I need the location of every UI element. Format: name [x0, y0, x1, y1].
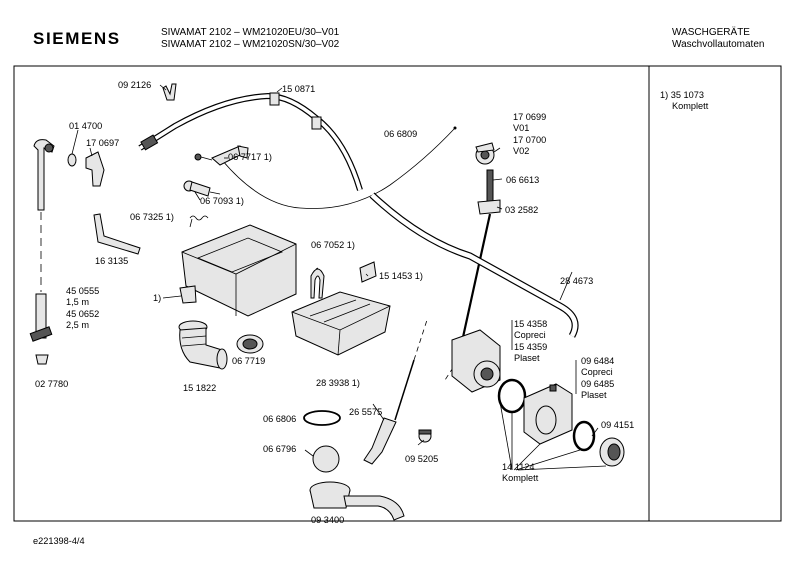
- label-066809: 06 6809: [384, 129, 418, 139]
- part-151453: [359, 261, 377, 283]
- label-170699: 17 0699: [513, 112, 547, 122]
- valve-170697: [85, 151, 105, 187]
- diagram-frame: [13, 65, 782, 522]
- label-032582: 03 2582: [505, 205, 539, 215]
- label-096485: 09 6485: [581, 379, 615, 389]
- part-092126: [162, 83, 177, 101]
- hose-265575: [363, 417, 397, 465]
- inlet-hose-450555: [35, 293, 47, 339]
- label-163135: 16 3135: [95, 256, 129, 266]
- foot-027780: [35, 354, 49, 365]
- label-plaset-2: Plaset: [581, 390, 607, 400]
- seal-ring: [497, 378, 527, 414]
- label-265575: 26 5575: [349, 407, 383, 417]
- gasket-014700: [67, 153, 77, 167]
- label-066613: 06 6613: [506, 175, 540, 185]
- ball-066796: [312, 445, 340, 473]
- footnote-line-2: Komplett: [672, 101, 709, 111]
- label-067717: 06 7717 1): [228, 152, 272, 162]
- label-copreci-1: Copreci: [514, 330, 546, 340]
- inlet-hose-long: [138, 92, 363, 191]
- label-067093: 06 7093 1): [200, 196, 244, 206]
- label-drawer-footnote: 1): [153, 293, 162, 303]
- label-v02: V02: [513, 146, 530, 156]
- label-094151: 09 4151: [601, 420, 635, 430]
- tube-284673: [369, 192, 579, 338]
- label-plaset-1: Plaset: [514, 353, 540, 363]
- drain-pump-154358: [451, 329, 501, 393]
- label-027780: 02 7780: [35, 379, 69, 389]
- dispenser-housing: [179, 224, 297, 317]
- label-067325: 06 7325 1): [130, 212, 174, 222]
- clip-067052: [310, 268, 325, 299]
- label-066796: 06 6796: [263, 444, 297, 454]
- wire-066809: [221, 127, 456, 209]
- leader-lines: [71, 84, 607, 471]
- part-067093: [183, 180, 221, 197]
- label-151453: 15 1453 1): [379, 271, 423, 281]
- label-095205: 09 5205: [405, 454, 439, 464]
- label-093400: 09 3400: [311, 515, 345, 525]
- label-170697: 17 0697: [86, 138, 120, 148]
- label-096484: 09 6484: [581, 356, 615, 366]
- clamp-066806: [303, 410, 341, 426]
- hose-clamp-150871: [269, 92, 280, 106]
- drawing-id: e221398-4/4: [33, 536, 85, 546]
- label-154358: 15 4358: [514, 319, 548, 329]
- pump-body-096484: [523, 383, 573, 445]
- label-length-15: 1,5 m: [66, 297, 89, 307]
- filter-cap: [599, 437, 625, 467]
- category-subtitle: Waschvollautomaten: [672, 39, 765, 50]
- brand-logo: SIEMENS: [33, 29, 121, 48]
- label-284673: 28 4673: [560, 276, 594, 286]
- drawer-283938: [291, 291, 391, 356]
- elbow-hose-170697: [33, 139, 55, 211]
- label-450555: 45 0555: [66, 286, 100, 296]
- footnote-line-1: 1) 35 1073: [660, 90, 704, 100]
- sleeve-067719: [236, 334, 264, 354]
- label-151822: 15 1822: [183, 383, 217, 393]
- spring-067325: [189, 215, 209, 221]
- clamp-032582: [477, 199, 501, 215]
- label-014700: 01 4700: [69, 121, 103, 131]
- label-length-25: 2,5 m: [66, 320, 89, 330]
- label-067719: 06 7719: [232, 356, 266, 366]
- category-title: WASCHGERÄTE: [672, 27, 750, 38]
- label-komplett: Komplett: [502, 473, 539, 483]
- label-141124: 14 1124: [502, 462, 535, 472]
- model-line-1: SIWAMAT 2102 – WM21020EU/30–V01: [161, 27, 340, 38]
- model-line-2: SIWAMAT 2102 – WM21020SN/30–V02: [161, 39, 340, 50]
- label-copreci-2: Copreci: [581, 367, 613, 377]
- hose-end: [140, 134, 159, 151]
- label-154359: 15 4359: [514, 342, 548, 352]
- label-450652: 45 0652: [66, 309, 100, 319]
- ring-094151: [572, 420, 596, 452]
- bellows-hose-151822: [178, 320, 228, 370]
- label-283938: 28 3938 1): [316, 378, 360, 388]
- pressure-switch-170699: [475, 142, 495, 165]
- hose-clamp-2: [311, 116, 322, 130]
- label-170700: 17 0700: [513, 135, 547, 145]
- hose-163135: [93, 213, 141, 255]
- label-066806: 06 6806: [263, 414, 297, 424]
- label-150871: 15 0871: [282, 84, 316, 94]
- label-092126: 09 2126: [118, 80, 152, 90]
- part-095205: [418, 429, 432, 443]
- label-v01: V01: [513, 123, 530, 133]
- label-067052: 06 7052 1): [311, 240, 355, 250]
- drain-housing-093400: [309, 481, 405, 521]
- part-067717: [194, 145, 249, 166]
- hose-066613: [486, 169, 494, 203]
